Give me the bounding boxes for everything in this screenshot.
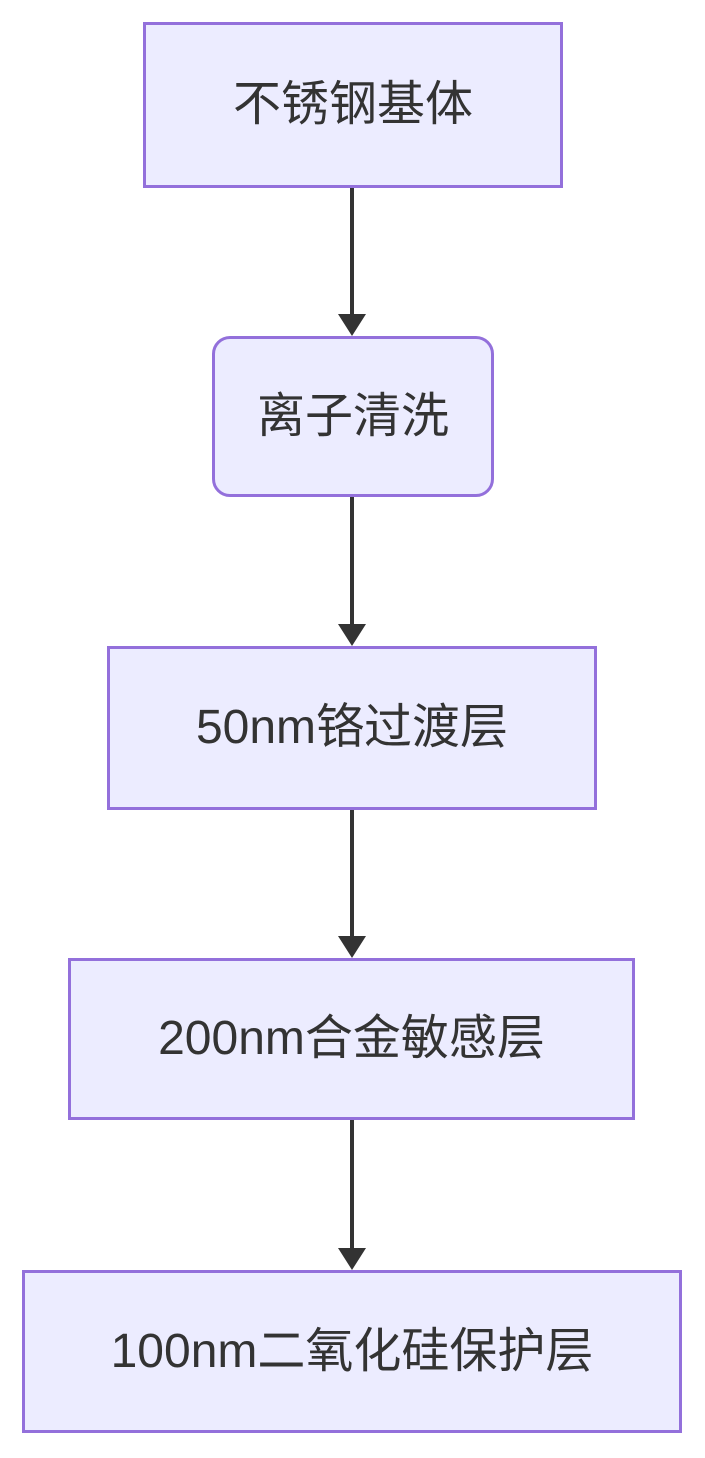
arrow-line — [350, 188, 354, 314]
flowchart-arrow-3 — [338, 810, 366, 958]
flowchart-arrow-1 — [338, 188, 366, 336]
arrow-line — [350, 1120, 354, 1248]
arrowhead-down-icon — [338, 624, 366, 646]
node-label: 不锈钢基体 — [232, 78, 473, 132]
arrowhead-down-icon — [338, 314, 366, 336]
flowchart-node-substrate: 不锈钢基体 — [143, 22, 563, 188]
flowchart-node-silica-protective-layer: 100nm二氧化硅保护层 — [22, 1270, 682, 1433]
flowchart-node-alloy-sensitive-layer: 200nm合金敏感层 — [68, 958, 635, 1120]
arrow-line — [350, 810, 354, 936]
flowchart-arrow-2 — [338, 497, 366, 646]
node-label: 离子清洗 — [256, 389, 449, 443]
node-label: 200nm合金敏感层 — [158, 1012, 545, 1066]
node-label: 100nm二氧化硅保护层 — [110, 1324, 594, 1378]
flowchart-arrow-4 — [338, 1120, 366, 1270]
node-label: 50nm铬过渡层 — [195, 701, 509, 755]
arrow-line — [350, 497, 354, 624]
flowchart-node-chromium-transition-layer: 50nm铬过渡层 — [107, 646, 597, 810]
arrowhead-down-icon — [338, 1248, 366, 1270]
arrowhead-down-icon — [338, 936, 366, 958]
flowchart-node-ion-cleaning: 离子清洗 — [212, 336, 494, 497]
